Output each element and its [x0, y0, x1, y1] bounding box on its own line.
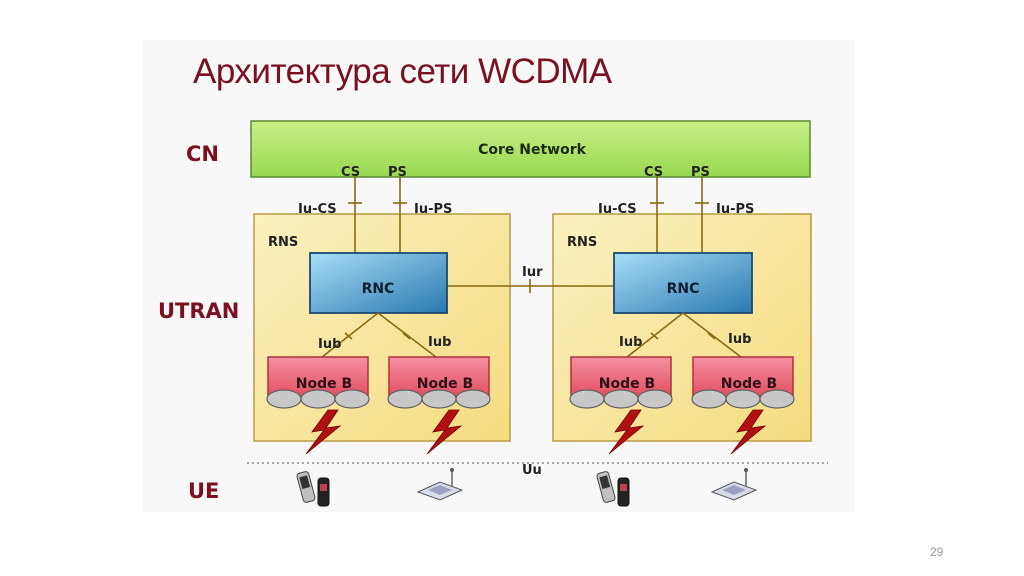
iu-links-2: [650, 176, 709, 253]
rns-label-2: RNS: [567, 235, 597, 250]
rnc-label-1: RNC: [362, 281, 395, 297]
rnc-box-2: [613, 252, 753, 314]
iub-label-2b: Iub: [728, 332, 751, 347]
node-b: Node B: [266, 356, 370, 455]
iu-links-1: [348, 176, 407, 253]
antenna-icon: [421, 389, 457, 409]
antenna-icon: [759, 389, 795, 409]
node-b-label: Node B: [417, 376, 473, 392]
antenna-icon: [569, 389, 605, 409]
layer-label-ue: UE: [188, 479, 220, 503]
layer-label-utran: UTRAN: [158, 299, 240, 323]
node-b: Node B: [387, 356, 491, 455]
iu-ps-label-1: Iu-PS: [414, 202, 452, 217]
page-number: 29: [930, 545, 944, 559]
lightning-bolt-icon: [426, 409, 463, 455]
rns-label-1: RNS: [268, 235, 298, 250]
node-b-label: Node B: [296, 376, 352, 392]
iub-label-2a: Iub: [619, 335, 642, 350]
lightning-bolt-icon: [608, 409, 645, 455]
antenna-icon: [387, 389, 423, 409]
rnc-label-2: RNC: [667, 281, 700, 297]
iub-label-1b: Iub: [428, 335, 451, 350]
pda-icon: [416, 468, 464, 501]
uu-label: Uu: [522, 463, 542, 478]
antenna-icon: [334, 389, 370, 409]
iub-label-1a: Iub: [318, 337, 341, 352]
antenna-icon: [266, 389, 302, 409]
iur-link: [447, 279, 614, 293]
mobile-phones-icon: [296, 471, 330, 507]
layer-label-cn: CN: [186, 142, 219, 166]
lightning-bolt-icon: [730, 409, 767, 455]
lightning-bolt-icon: [305, 409, 342, 455]
slide-title: Архитектура сети WCDMA: [193, 52, 612, 91]
node-b: Node B: [569, 356, 673, 455]
iu-cs-label-2: Iu-CS: [598, 202, 637, 217]
iur-label: Iur: [522, 265, 543, 280]
antenna-icon: [637, 389, 673, 409]
node-b-label: Node B: [599, 376, 655, 392]
node-b-label: Node B: [721, 376, 777, 392]
iu-cs-label-1: Iu-CS: [298, 202, 337, 217]
node-b: Node B: [691, 356, 795, 455]
antenna-icon: [603, 389, 639, 409]
pda-icon: [710, 468, 758, 501]
cs-label-1: CS: [341, 165, 360, 180]
ps-label-2: PS: [691, 165, 710, 180]
iub-links: [321, 312, 742, 358]
rnc-box-1: [309, 252, 448, 314]
iu-ps-label-2: Iu-PS: [716, 202, 754, 217]
core-network-box: [250, 120, 811, 178]
cs-label-2: CS: [644, 165, 663, 180]
ps-label-1: PS: [388, 165, 407, 180]
antenna-icon: [725, 389, 761, 409]
antenna-icon: [691, 389, 727, 409]
antenna-icon: [455, 389, 491, 409]
core-network-label: Core Network: [478, 142, 587, 158]
antenna-icon: [300, 389, 336, 409]
mobile-phones-icon: [596, 471, 630, 507]
